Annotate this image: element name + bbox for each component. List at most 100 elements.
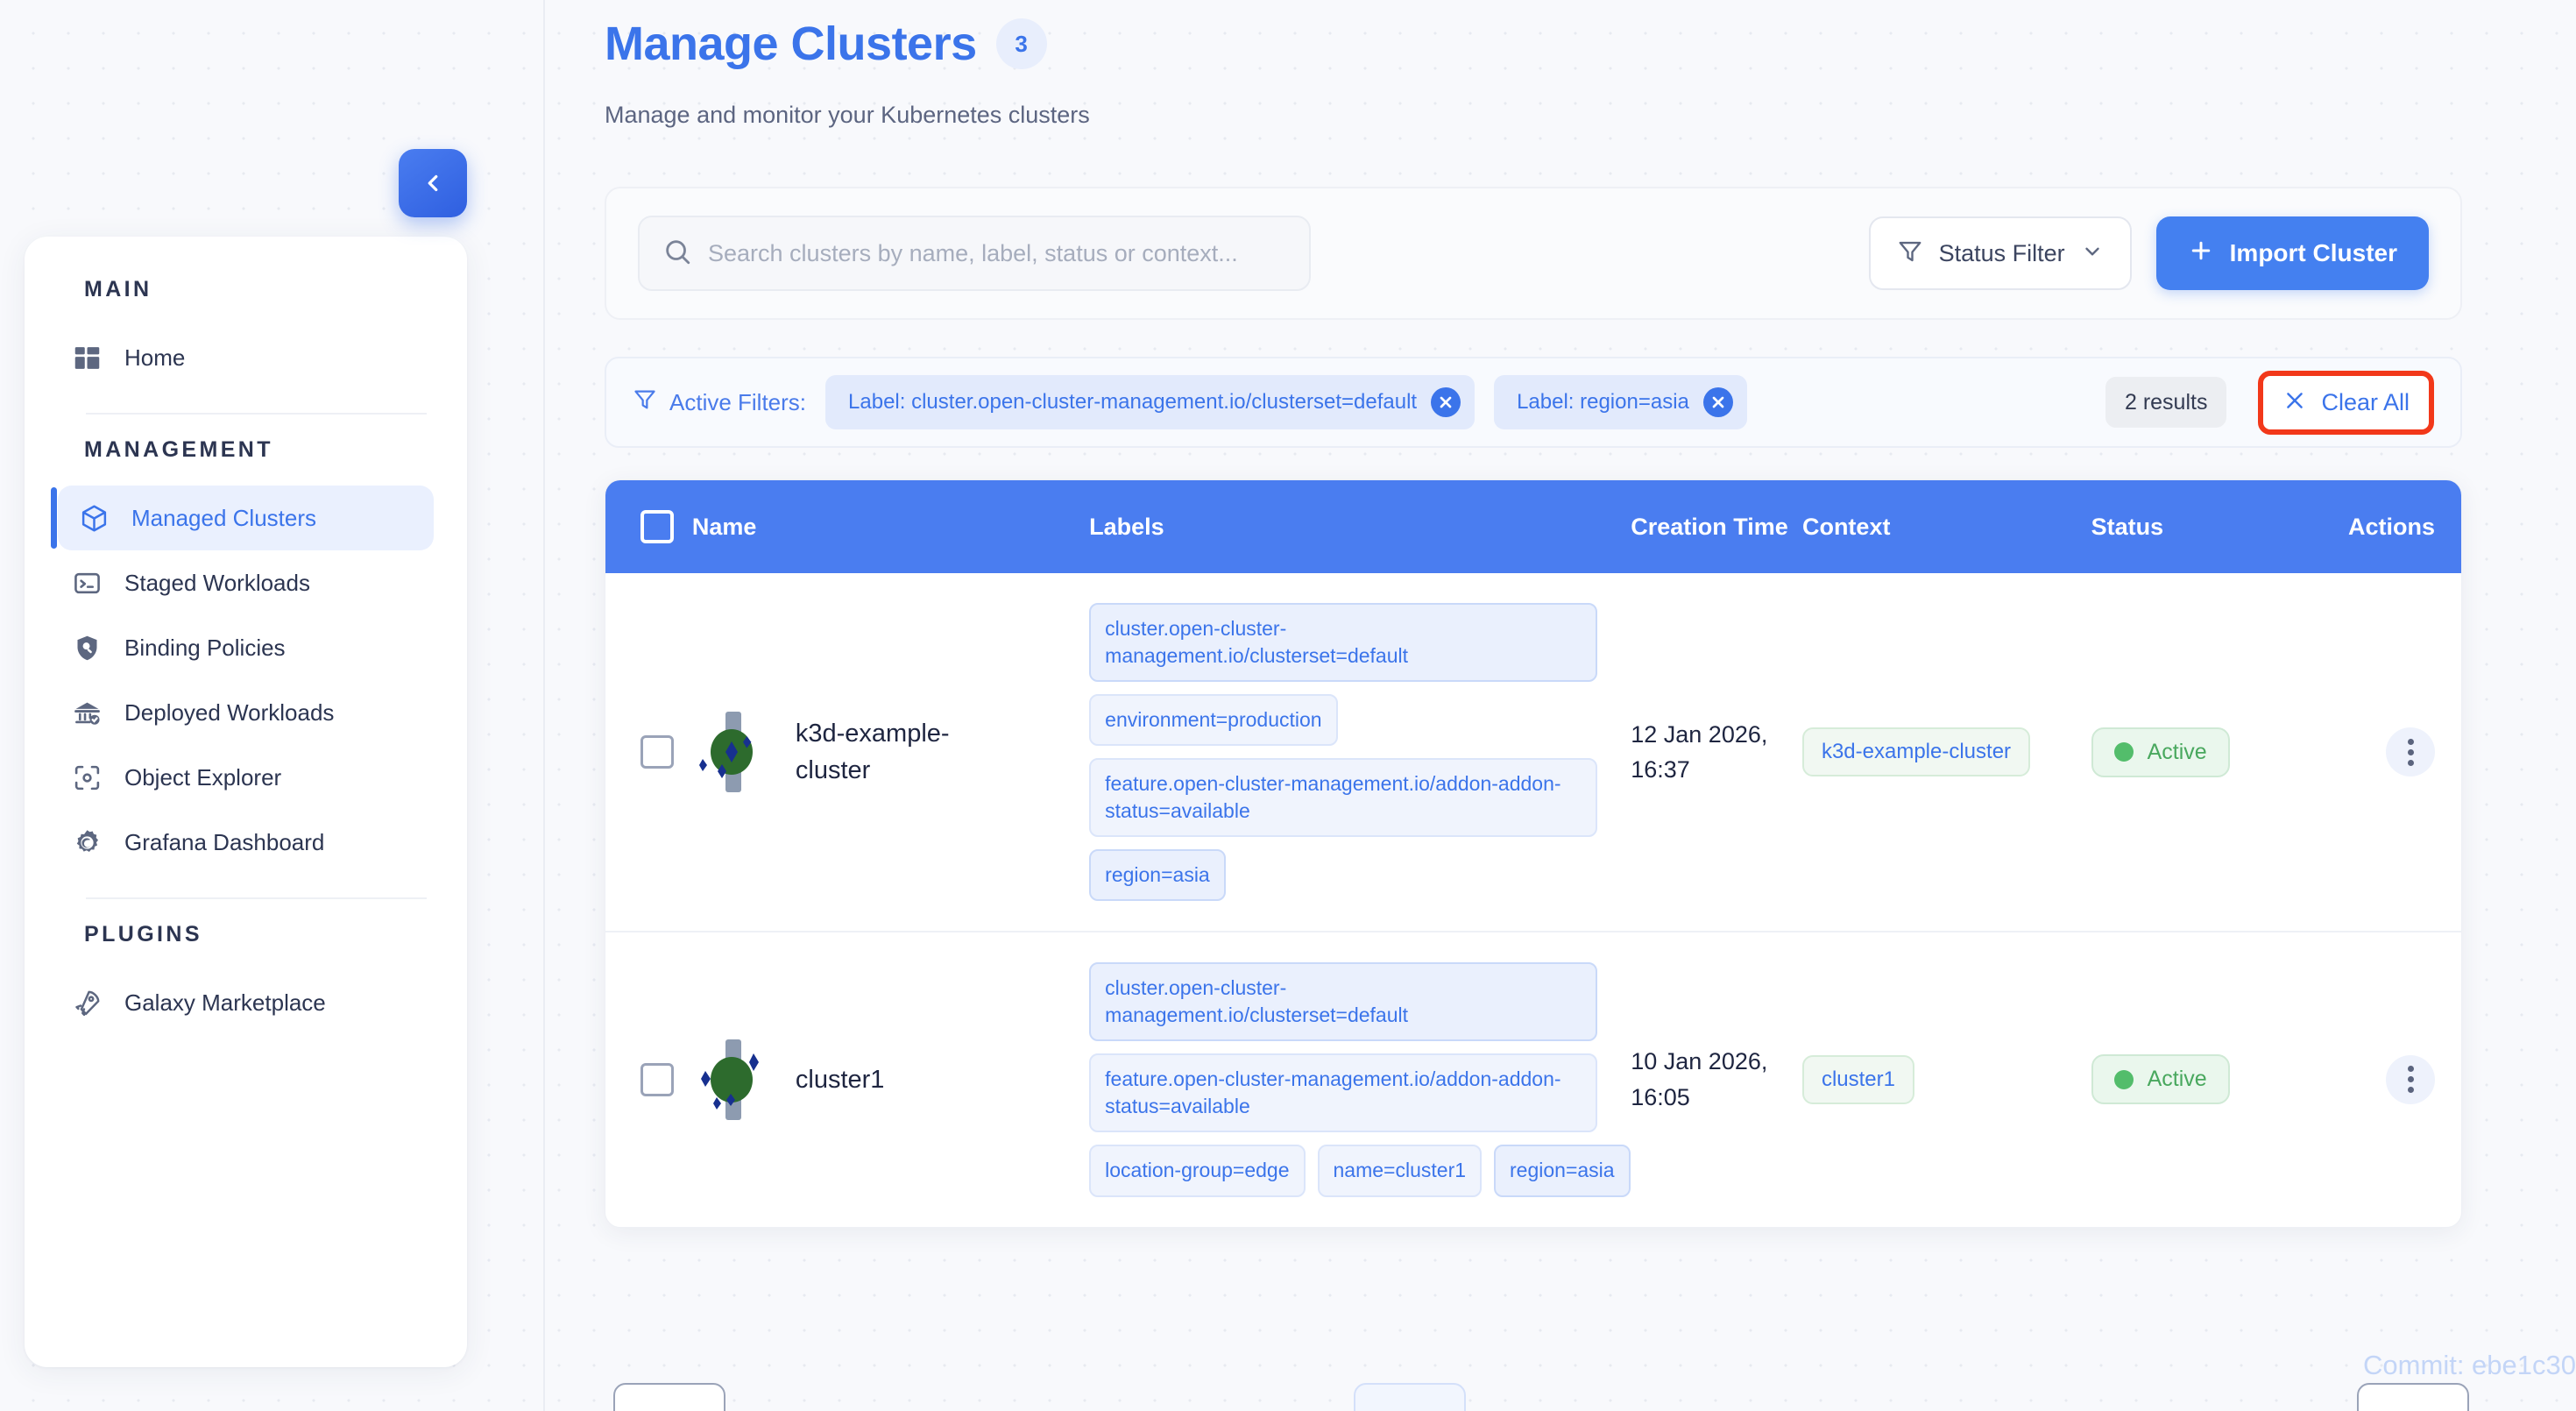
- row-checkbox[interactable]: [640, 1062, 674, 1096]
- sidebar-region: MAIN Home MANAGEMENT: [0, 0, 545, 1411]
- cluster-label: cluster.open-cluster-management.io/clust…: [1089, 962, 1598, 1042]
- cluster-label: environment=production: [1089, 694, 1338, 747]
- filter-chip-label: Label: region=asia: [1517, 390, 1689, 414]
- active-filters-bar: Active Filters: Label: cluster.open-clus…: [605, 357, 2462, 448]
- sidebar-section-main: MAIN: [84, 277, 152, 301]
- clear-all-label: Clear All: [2321, 388, 2410, 415]
- table-header-row: Name Labels Creation Time Context Status…: [605, 480, 2461, 573]
- row-name-cell: cluster1: [692, 932, 1089, 1226]
- import-cluster-label: Import Cluster: [2229, 239, 2397, 266]
- pagination-prev-button[interactable]: [613, 1383, 725, 1411]
- commit-hash-label: Commit: ebe1c30: [2363, 1350, 2576, 1380]
- sidebar-item-label: Managed Clusters: [131, 504, 316, 531]
- cluster-count-badge: 3: [995, 18, 1047, 69]
- chevron-left-icon: [428, 174, 438, 192]
- table-header-context[interactable]: Context: [1801, 480, 2091, 573]
- grafana-icon: [72, 827, 102, 857]
- pagination-next-button[interactable]: [2357, 1383, 2469, 1411]
- row-status-cell: Active: [2091, 932, 2290, 1226]
- sidebar-item-managed-clusters[interactable]: Managed Clusters: [51, 486, 434, 550]
- row-context-cell: k3d-example-cluster: [1801, 573, 2091, 933]
- filter-chip[interactable]: Label: cluster.open-cluster-management.i…: [825, 375, 1476, 429]
- row-checkbox[interactable]: [640, 735, 674, 769]
- row-actions-cell: [2289, 932, 2461, 1226]
- sidebar-collapse-button[interactable]: [399, 149, 467, 217]
- sidebar-divider-2: [86, 897, 427, 899]
- status-filter-label: Status Filter: [1938, 239, 2065, 266]
- clear-all-button[interactable]: Clear All: [2258, 370, 2434, 435]
- status-dot-icon: [2113, 742, 2134, 762]
- dashboard-grid-icon: [72, 343, 102, 372]
- table-header-creation-time[interactable]: Creation Time: [1631, 480, 1802, 573]
- table-header-labels[interactable]: Labels: [1089, 480, 1631, 573]
- cube-icon: [79, 503, 109, 533]
- table-header-status[interactable]: Status: [2091, 480, 2290, 573]
- sidebar-divider-1: [86, 413, 427, 415]
- table-row[interactable]: k3d-example-cluster cluster.open-cluster…: [605, 573, 2461, 933]
- row-context-cell: cluster1: [1801, 932, 2091, 1226]
- status-filter-dropdown[interactable]: Status Filter: [1868, 216, 2132, 290]
- filter-chip[interactable]: Label: region=asia: [1494, 375, 1747, 429]
- active-filters-label: Active Filters:: [669, 388, 807, 415]
- kubernetes-cluster-icon: [692, 708, 771, 796]
- active-filters-label-group: Active Filters:: [633, 387, 806, 418]
- page-header: Manage Clusters 3 Manage and monitor you…: [605, 0, 2462, 129]
- kubernetes-cluster-icon: [692, 1036, 771, 1124]
- page-title: Manage Clusters: [605, 18, 977, 70]
- table-row[interactable]: cluster1 cluster.open-cluster-management…: [605, 932, 2461, 1226]
- rocket-icon: [72, 988, 102, 1017]
- sidebar-item-object-explorer[interactable]: Object Explorer: [51, 745, 434, 810]
- row-creation-time-cell: 10 Jan 2026, 16:05: [1631, 932, 1802, 1226]
- clusters-table: Name Labels Creation Time Context Status…: [605, 480, 2461, 1227]
- results-count-badge: 2 results: [2105, 377, 2227, 428]
- context-chip[interactable]: cluster1: [1801, 1054, 1914, 1104]
- panel-actions: Status Filter Import Cluster: [1868, 216, 2429, 290]
- sidebar-item-galaxy-marketplace[interactable]: Galaxy Marketplace: [51, 970, 434, 1035]
- search-panel: Status Filter Import Cluster: [605, 187, 2462, 320]
- table-header-name[interactable]: Name: [691, 480, 1090, 573]
- kebab-menu-icon[interactable]: [2386, 727, 2435, 777]
- sidebar-section-management: MANAGEMENT: [84, 437, 273, 462]
- row-name-cell: k3d-example-cluster: [691, 573, 1090, 933]
- sidebar-item-label: Grafana Dashboard: [124, 828, 325, 855]
- row-labels-cell: cluster.open-cluster-management.io/clust…: [1089, 573, 1631, 933]
- sidebar-item-binding-policies[interactable]: Binding Policies: [51, 615, 434, 680]
- table-header-select: [605, 480, 692, 573]
- search-box[interactable]: [638, 216, 1311, 291]
- search-input[interactable]: [708, 239, 1286, 267]
- scan-object-icon: [72, 762, 102, 792]
- select-all-checkbox[interactable]: [640, 510, 674, 543]
- sidebar-item-staged-workloads[interactable]: Staged Workloads: [51, 550, 434, 615]
- kebab-menu-icon[interactable]: [2386, 1054, 2435, 1104]
- table-head: Name Labels Creation Time Context Status…: [605, 480, 2461, 573]
- sidebar-card: MAIN Home MANAGEMENT: [25, 237, 467, 1367]
- cluster-label: location-group=edge: [1089, 1145, 1306, 1197]
- context-chip[interactable]: k3d-example-cluster: [1801, 727, 2031, 777]
- import-cluster-button[interactable]: Import Cluster: [2155, 216, 2429, 290]
- pagination-page-button[interactable]: [1354, 1383, 1466, 1411]
- terminal-icon: [72, 568, 102, 598]
- row-actions-cell: [2289, 573, 2461, 933]
- cluster-name: cluster1: [795, 1065, 885, 1094]
- row-select-cell: [605, 573, 692, 933]
- bank-check-icon: [72, 698, 102, 727]
- row-select-cell: [605, 932, 692, 1226]
- main-content: Manage Clusters 3 Manage and monitor you…: [545, 0, 2576, 1411]
- chevron-down-icon: [2081, 240, 2104, 267]
- sidebar-item-label: Deployed Workloads: [124, 698, 335, 726]
- status-label: Active: [2147, 1067, 2207, 1092]
- row-creation-time-cell: 12 Jan 2026, 16:37: [1631, 573, 1802, 933]
- close-circle-icon[interactable]: [1702, 387, 1733, 417]
- sidebar-item-deployed-workloads[interactable]: Deployed Workloads: [51, 680, 434, 745]
- status-badge: Active: [2091, 1054, 2230, 1105]
- row-status-cell: Active: [2091, 573, 2290, 933]
- sidebar-item-label: Staged Workloads: [124, 569, 310, 596]
- close-circle-icon[interactable]: [1431, 387, 1461, 417]
- title-row: Manage Clusters 3: [605, 0, 2462, 88]
- shield-search-icon: [72, 633, 102, 663]
- sidebar-item-home[interactable]: Home: [51, 325, 434, 390]
- cluster-label: region=asia: [1494, 1145, 1631, 1197]
- sidebar-section-plugins: PLUGINS: [84, 922, 202, 947]
- sidebar-item-grafana-dashboard[interactable]: Grafana Dashboard: [51, 810, 434, 875]
- plus-icon: [2188, 238, 2214, 270]
